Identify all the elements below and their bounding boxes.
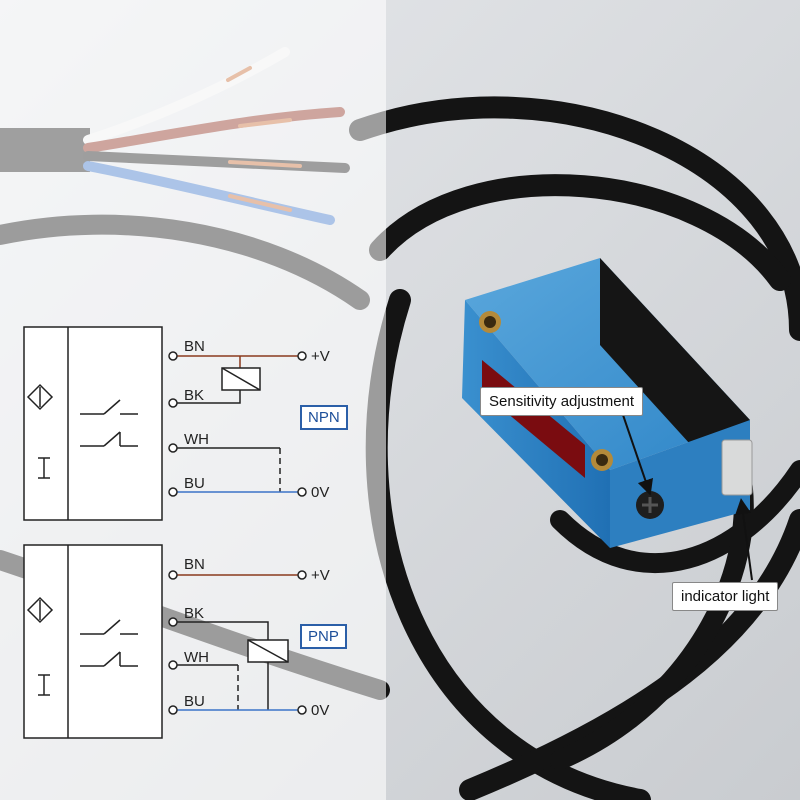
- pnp-label-0v: 0V: [311, 702, 330, 719]
- npn-label-bn: BN: [184, 338, 205, 355]
- npn-label-wh: WH: [184, 431, 209, 448]
- pnp-mode-tag: PNP: [300, 624, 347, 649]
- pnp-wires: [168, 570, 307, 715]
- npn-label-0v: 0V: [311, 484, 330, 501]
- pnp-diagram: [23, 544, 163, 739]
- pnp-label-plus-v: +V: [311, 567, 330, 584]
- npn-label-plus-v: +V: [311, 348, 330, 365]
- npn-mode-tag: NPN: [300, 405, 348, 430]
- pnp-label-wh: WH: [184, 649, 209, 666]
- photoelectric-sensor: [462, 258, 753, 548]
- pnp-label-bk: BK: [184, 605, 205, 622]
- npn-label-bu: BU: [184, 475, 205, 492]
- pnp-label-bn: BN: [184, 556, 205, 573]
- npn-diagram: [23, 326, 163, 521]
- npn-wires: [168, 351, 307, 497]
- sensitivity-adjustment-callout: Sensitivity adjustment: [480, 387, 644, 416]
- wiring-diagrams: [23, 326, 307, 739]
- npn-label-bk: BK: [184, 387, 205, 404]
- indicator-light-callout: indicator light: [672, 582, 779, 611]
- pnp-label-bu: BU: [184, 693, 205, 710]
